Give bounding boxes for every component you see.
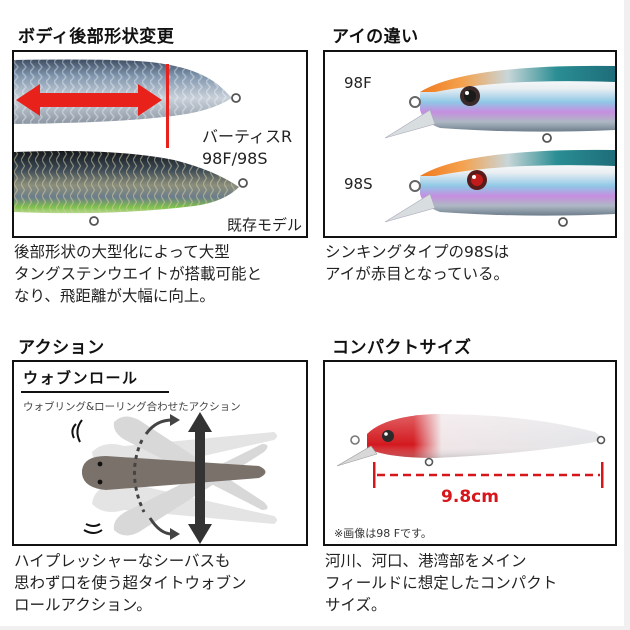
vibration-icon	[71, 419, 103, 534]
rolling-axis-icon	[132, 439, 146, 513]
body-shape-image-frame: バーティスR 98F/98S 既存モデル	[12, 50, 308, 238]
action-heading: アクション	[18, 338, 105, 358]
rotate-arrow-icon	[148, 517, 173, 536]
lure-98f	[384, 65, 615, 143]
lure-silhouette	[82, 456, 266, 490]
old-model-label: 既存モデル	[227, 216, 303, 234]
length-value: 9.8cm	[441, 487, 499, 507]
eye-caption: シンキングタイプの98Sは アイが赤目となっている。	[325, 241, 509, 285]
wobble-arrow-icon	[188, 412, 212, 544]
caption-line: ハイプレッシャーなシーバスも	[14, 552, 231, 570]
size-image-frame: 9.8cm ※画像は98 Fです。	[323, 360, 617, 546]
caption-line: ロールアクション。	[14, 596, 152, 614]
lure-98s	[384, 149, 615, 227]
size-illustration	[336, 414, 606, 488]
eye-image-frame: 98F 98S	[323, 50, 617, 238]
size-heading: コンパクトサイズ	[332, 338, 472, 358]
body-shape-caption: 後部形状の大型化によって大型 タングステンウエイトが搭載可能と なり、飛距離が大…	[14, 241, 262, 307]
measure-line	[373, 462, 604, 488]
caption-line: なり、飛距離が大幅に向上。	[14, 287, 215, 305]
image-note: ※画像は98 Fです。	[334, 527, 432, 540]
lure-98f-redhead	[336, 414, 606, 467]
action-subtitle: ウォブリング&ローリング合わせたアクション	[23, 401, 241, 413]
caption-line: 思わず口を使う超タイトウォブン	[14, 574, 247, 592]
action-caption: ハイプレッシャーなシーバスも 思わず口を使う超タイトウォブン ロールアクション。	[14, 550, 247, 616]
body-shape-heading: ボディ後部形状変更	[18, 27, 175, 47]
size-caption: 河川、河口、港湾部をメイン フィールドに想定したコンパクト サイズ。	[325, 550, 557, 616]
caption-line: シンキングタイプの98Sは	[325, 243, 510, 261]
label-98s: 98S	[344, 175, 373, 193]
new-model-variants: 98F/98S	[202, 149, 268, 168]
caption-line: サイズ。	[325, 596, 387, 614]
action-image-frame: ウォブンロール ウォブリング&ローリング合わせたアクション	[12, 360, 308, 546]
page-edge	[624, 0, 630, 630]
caption-line: タングステンウエイトが搭載可能と	[14, 265, 263, 283]
caption-line: 河川、河口、港湾部をメイン	[325, 552, 527, 570]
wobble-roll-diagram	[71, 412, 277, 544]
red-marker-line	[166, 64, 169, 148]
new-model-label: バーティスR 98F/98S	[202, 126, 292, 170]
page-edge	[0, 626, 630, 630]
eye-heading: アイの違い	[332, 27, 419, 47]
caption-line: フィールドに想定したコンパクト	[325, 574, 558, 592]
caption-line: 後部形状の大型化によって大型	[14, 243, 230, 261]
length-arrow-icon	[16, 84, 162, 116]
subheading-underline	[21, 391, 169, 393]
caption-line: アイが赤目となっている。	[325, 265, 509, 283]
lure-comparison-illustration	[14, 59, 248, 226]
rotate-arrow-icon	[144, 418, 173, 435]
new-model-name: バーティスR	[202, 127, 293, 146]
action-subheading: ウォブンロール	[23, 369, 139, 387]
eye-comparison-illustration	[384, 65, 615, 227]
label-98f: 98F	[344, 74, 372, 92]
